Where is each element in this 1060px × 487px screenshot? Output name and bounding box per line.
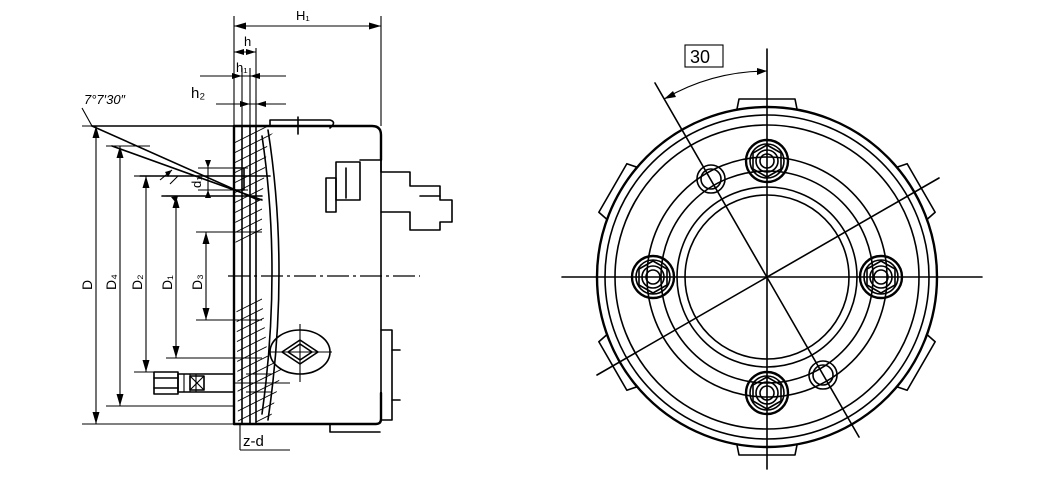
- label-H1: H₁: [296, 8, 310, 23]
- extension-lines: [82, 125, 262, 425]
- label-h: h: [244, 34, 251, 49]
- bolt-right: [858, 254, 904, 300]
- jaw-detail-right: [325, 159, 453, 421]
- axial-dimension-lines: [200, 16, 382, 126]
- diameter-dimension-lines: [92, 126, 210, 424]
- label-D3: D₃: [189, 274, 205, 290]
- hole-upper-left: [696, 164, 726, 194]
- label-D1: D₁: [159, 275, 175, 290]
- counterbore-detail: [198, 160, 248, 198]
- label-D4: D₄: [103, 274, 119, 290]
- dimension-arrow-icon: [92, 126, 100, 138]
- hole-lower-right: [808, 360, 838, 390]
- mounting-bolt: [153, 371, 290, 395]
- label-zd: z-d: [243, 433, 264, 450]
- front-view: 30: [561, 44, 983, 470]
- front-diagonal-line-1: [654, 82, 860, 438]
- label-D: D: [79, 280, 95, 290]
- bolt-left: [630, 254, 676, 300]
- chuck-body-outline: [232, 116, 383, 433]
- flange-hatching: [234, 126, 282, 422]
- bolt-bottom: [744, 370, 790, 416]
- angle-30-dimension: 30: [663, 44, 768, 100]
- bolt-top: [744, 138, 790, 184]
- label-h2: h₂: [191, 85, 205, 102]
- label-d1: d₁: [189, 176, 204, 188]
- label-taper-angle: 7°7′30″: [84, 92, 126, 107]
- side-section-view: H₁ h h₁ h₂ 7°7′30″ d₁ D D₄ D₂ D₁ D₃ z-d: [79, 8, 453, 451]
- pinion-detail: [269, 324, 332, 382]
- label-30: 30: [690, 47, 710, 67]
- label-D2: D₂: [129, 274, 145, 290]
- zd-leader: [239, 424, 290, 451]
- label-h1: h₁: [236, 60, 248, 75]
- front-diagonal-line-2: [596, 177, 940, 376]
